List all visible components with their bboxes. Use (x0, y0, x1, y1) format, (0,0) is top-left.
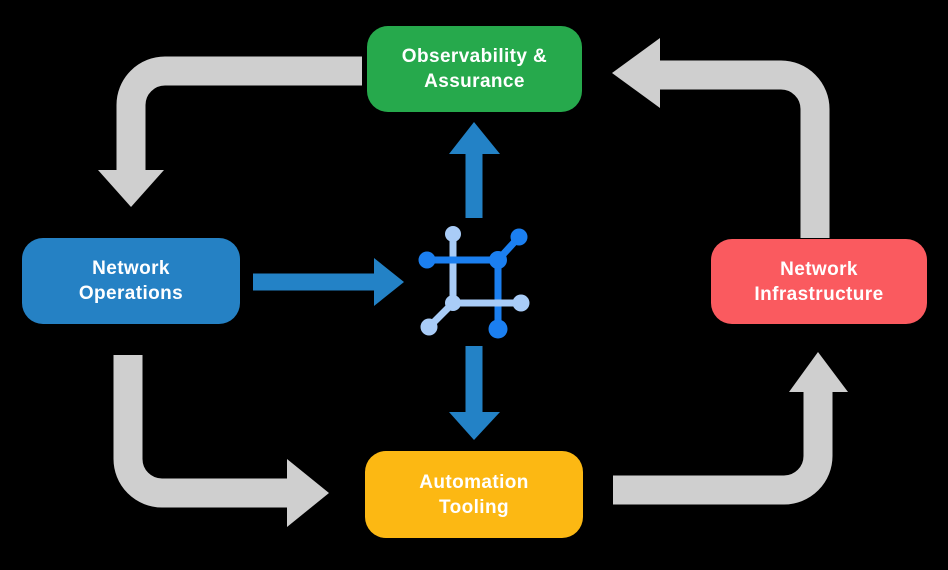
node-label-line: Automation (419, 471, 529, 493)
node-label-line: Observability & (401, 46, 548, 67)
network-automation-icon (418, 226, 530, 339)
arrow-center-to-observability (449, 122, 500, 218)
node-label-line: Network (780, 258, 858, 280)
node-observability-assurance: Observability & Assurance (367, 26, 582, 112)
arrow-infrastructure-to-observability (612, 38, 830, 238)
node-label-line: Infrastructure (754, 283, 884, 305)
arrow-center-to-automation (449, 346, 500, 440)
arrow-operations-to-center (253, 258, 404, 306)
node-label-line: Tooling (439, 496, 509, 518)
arrow-observability-to-operations (98, 56, 362, 207)
node-label-line: Network (92, 258, 170, 279)
node-label-line: Operations (78, 283, 184, 304)
arrow-automation-to-infrastructure (613, 352, 848, 505)
node-network-operations: Network Operations (22, 238, 240, 324)
node-automation-tooling: Automation Tooling (365, 451, 583, 538)
node-network-infrastructure: Network Infrastructure (711, 239, 927, 324)
node-label-line: Assurance (424, 71, 525, 92)
arrow-operations-to-automation (113, 355, 329, 527)
